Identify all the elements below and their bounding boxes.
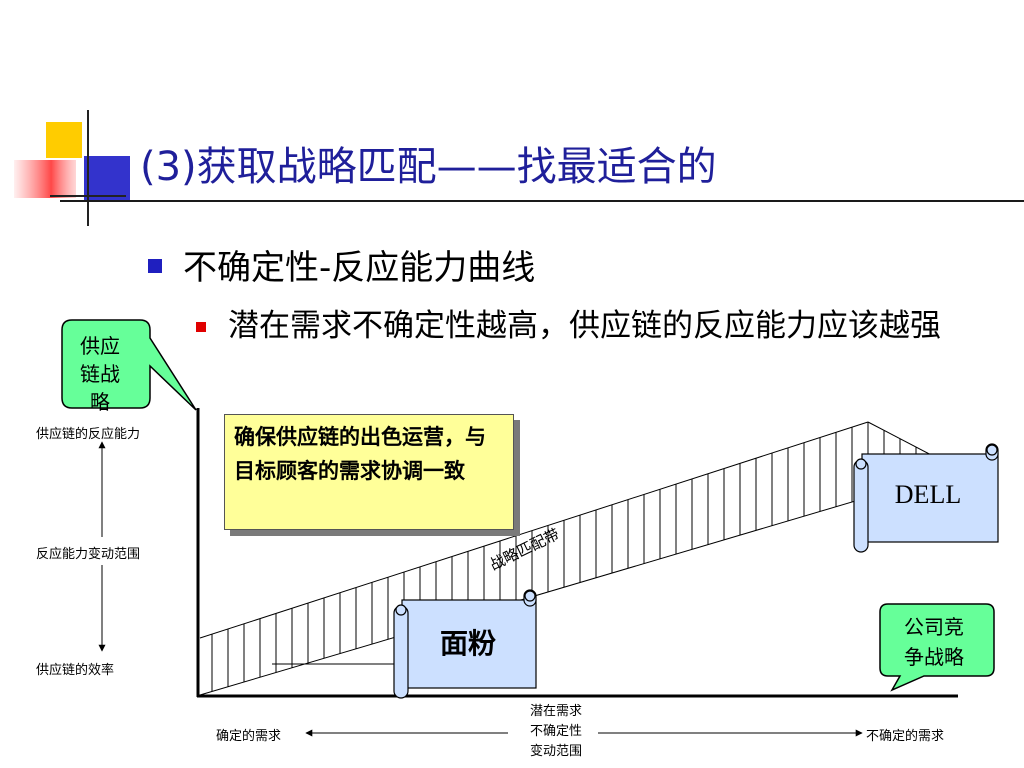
dell-scroll-shape [853,443,999,553]
y-axis-bottom-label: 供应链的效率 [36,663,115,678]
supply-chain-strategy-label: 供应 链战 略 [80,334,120,414]
y-axis-middle-label: 反应能力变动范围 [36,547,141,562]
left-callout-shape [61,319,197,411]
dell-label: DELL [894,480,962,509]
title-divider [60,200,1024,202]
right-callout-shape [879,603,995,692]
flour-scroll-shape [393,589,537,699]
page-title: (3)获取战略匹配——找最适合的 [140,144,717,190]
bullet-level2-text: 潜在需求不确定性越高，供应链的反应能力应该越强 [228,308,941,344]
competitive-strategy-label: 公司竞 争战略 [904,615,964,669]
note-box [224,414,514,530]
bullet-square-icon [148,259,162,273]
bullet-square-icon [196,322,206,332]
corner-logo-icon [14,110,130,226]
bullet-level1-text: 不确定性-反应能力曲线 [183,248,536,288]
flour-label: 面粉 [439,627,496,660]
note-box-text: 确保供应链的出色运营，与目标顾客的需求协调一致 [234,425,486,483]
x-axis-middle-label: 潜在需求 不确定性 变动范围 [529,704,582,759]
y-axis-top-label: 供应链的反应能力 [36,427,141,442]
x-axis-left-label: 确定的需求 [216,729,282,744]
x-axis-right-label: 不确定的需求 [866,729,945,744]
